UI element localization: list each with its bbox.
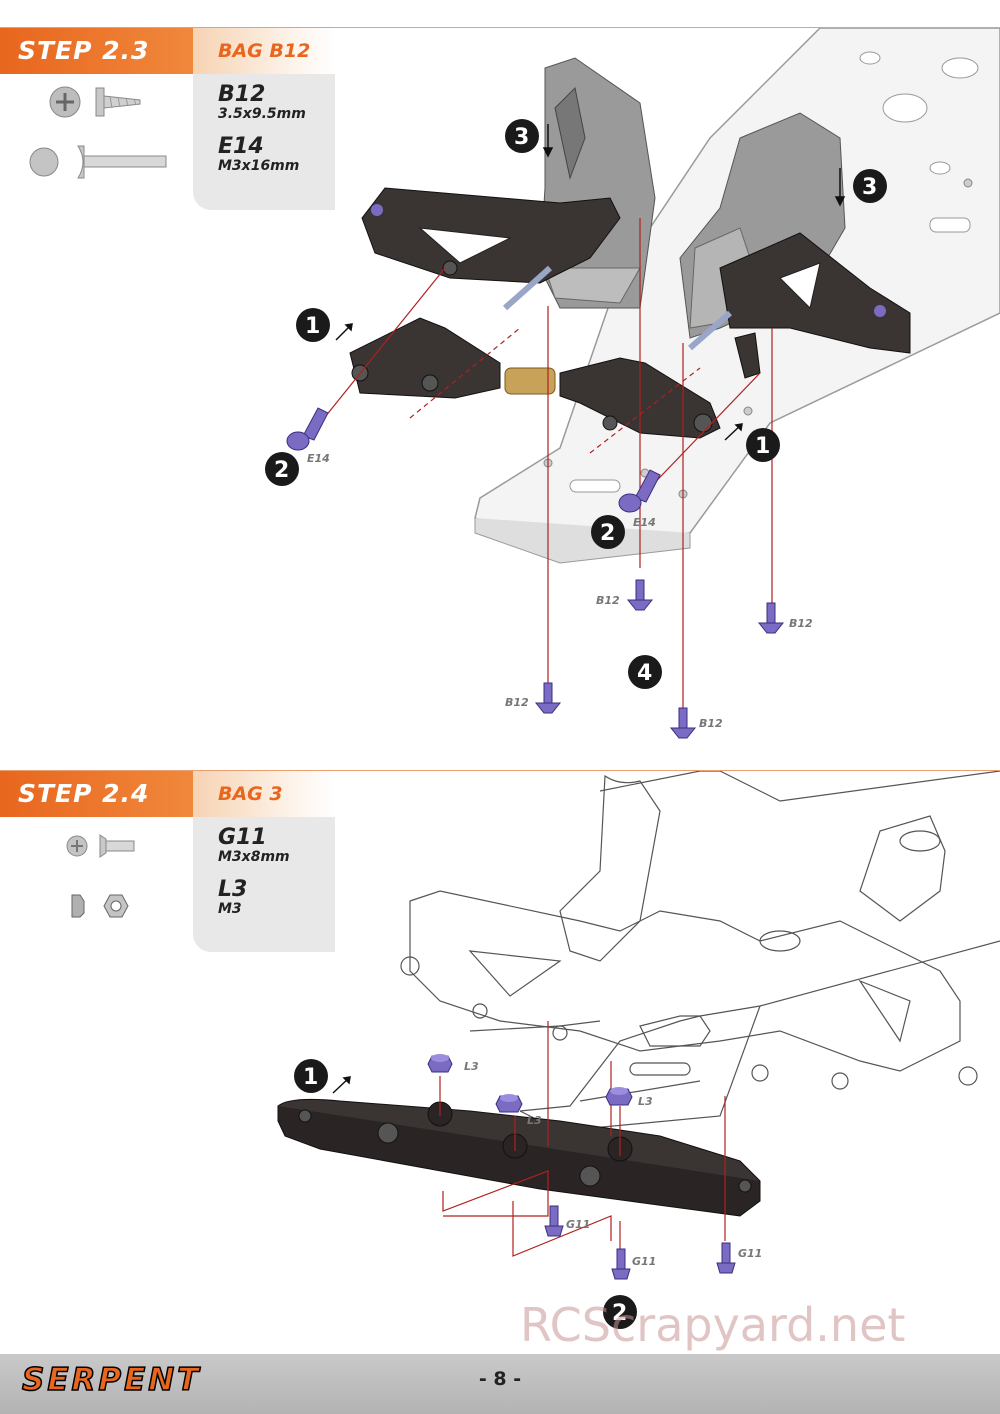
screw-label: E14 [307, 452, 330, 465]
part-size: M3x8mm [218, 849, 290, 865]
step-number-1: 1 [294, 1059, 328, 1093]
screw-label: G11 [738, 1247, 762, 1260]
part-code: B12 [218, 82, 266, 107]
step-number-4: 4 [628, 655, 662, 689]
svg-text:3: 3 [514, 125, 529, 150]
screw-label: B12 [596, 594, 620, 607]
section-divider [0, 770, 1000, 771]
countersunk-screw-icon [49, 86, 141, 118]
screw-label: E14 [633, 516, 656, 529]
step-number-1: 1 [746, 428, 780, 462]
svg-text:4: 4 [637, 661, 652, 686]
svg-text:2: 2 [600, 521, 615, 546]
screw-e14-left [286, 407, 329, 451]
assembly-diagram-step-2-4: L3 L3 L3 G11 G11 G11 1 2 [277, 771, 1000, 1329]
direction-arrow [332, 1076, 351, 1094]
step-title: STEP 2.4 [0, 771, 193, 817]
step-number-2: 2 [265, 452, 299, 486]
step-number-1: 1 [296, 308, 330, 342]
screw-label: B12 [699, 717, 723, 730]
direction-arrows [335, 124, 846, 441]
screw-g11 [544, 1205, 736, 1280]
nut-label: L3 [638, 1095, 653, 1108]
brand-logo: SERPENT [21, 1361, 202, 1399]
hinge-pins [503, 265, 732, 351]
parts-icons [29, 86, 167, 179]
step-number-3: 3 [505, 119, 539, 153]
svg-text:1: 1 [305, 314, 320, 339]
step-number-2: 2 [603, 1295, 637, 1329]
screw-b12 [534, 579, 785, 739]
part-code: E14 [218, 134, 264, 159]
svg-text:2: 2 [612, 1301, 627, 1326]
nut-label: L3 [527, 1114, 542, 1127]
brace-plate [277, 1098, 761, 1217]
screw-e14-right [618, 469, 661, 513]
upper-arm-left [361, 187, 621, 284]
part-size: 3.5x9.5mm [218, 106, 306, 122]
screw-label: B12 [505, 696, 529, 709]
assembly-diagram-step-2-3: E14 E14 B12 B12 B12 B12 1 1 2 2 3 3 4 [265, 28, 1000, 739]
upper-arm-right [719, 232, 911, 379]
step-title: STEP 2.3 [0, 28, 193, 74]
screw-label: B12 [789, 617, 813, 630]
parts-list: B12 3.5x9.5mm E14 M3x16mm [193, 74, 335, 210]
part-code: L3 [218, 877, 248, 902]
svg-text:2: 2 [274, 458, 289, 483]
step-number-3: 3 [853, 169, 887, 203]
flat-head-screw-icon [66, 834, 135, 858]
svg-text:1: 1 [755, 434, 770, 459]
button-head-screw-icon [29, 145, 167, 179]
watermark: RCScrapyard.net [520, 1298, 906, 1352]
page-number: - 8 - [478, 1368, 522, 1390]
part-size: M3x16mm [218, 158, 300, 174]
svg-text:3: 3 [862, 175, 877, 200]
part-code: G11 [218, 825, 267, 850]
step-number-2: 2 [591, 515, 625, 549]
assembly-lines [299, 218, 773, 718]
screw-label: G11 [632, 1255, 656, 1268]
section-divider [0, 27, 1000, 28]
nylon-nut-icon [71, 894, 129, 918]
svg-text:1: 1 [303, 1065, 318, 1090]
parts-list: G11 M3x8mm L3 M3 [193, 817, 335, 952]
screw-label: G11 [566, 1218, 590, 1231]
nut-label: L3 [464, 1060, 479, 1073]
parts-icons [66, 834, 135, 918]
bag-label: BAG B12 [193, 28, 335, 74]
page-footer: SERPENT - 8 - [0, 1354, 1000, 1414]
nut-l3 [427, 1054, 633, 1113]
part-size: M3 [218, 901, 242, 917]
bag-label: BAG 3 [193, 771, 335, 817]
chassis-outline [400, 771, 1000, 1132]
assembly-lines [439, 1021, 726, 1261]
